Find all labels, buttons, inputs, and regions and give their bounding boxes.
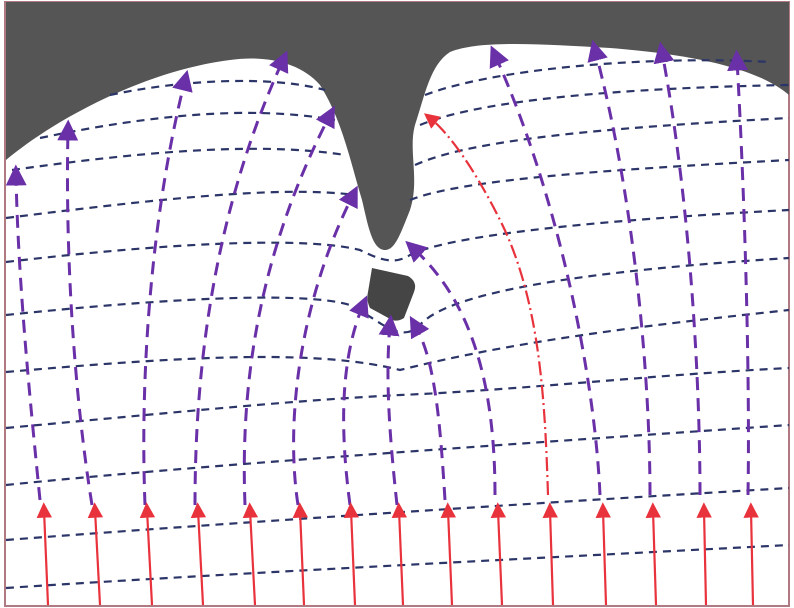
ray-path — [142, 69, 193, 506]
ray-path — [193, 50, 289, 506]
upper-solid-region — [6, 2, 789, 250]
ray-path — [242, 105, 335, 506]
ray-path — [409, 315, 447, 501]
source-arrow — [292, 502, 309, 606]
ray-path — [342, 295, 369, 506]
propagation-rays — [5, 39, 750, 506]
ray-path — [587, 39, 652, 496]
contour-line — [5, 423, 790, 487]
source-arrow — [645, 502, 661, 606]
ray-path — [292, 185, 358, 506]
ray-path — [5, 164, 42, 501]
ray-path — [653, 41, 702, 496]
source-arrow — [391, 502, 408, 606]
source-arrow — [36, 502, 53, 606]
source-arrow — [190, 502, 207, 606]
source-arrows — [36, 502, 759, 606]
contour-line — [5, 208, 790, 264]
source-arrow — [490, 502, 507, 606]
highlighted-path — [423, 113, 550, 496]
contour-line — [5, 543, 790, 590]
ray-path — [378, 314, 400, 506]
ray-path — [405, 240, 497, 496]
source-arrow — [343, 502, 360, 606]
contour-line — [5, 366, 790, 430]
contour-line — [39, 83, 790, 140]
ray-path — [489, 45, 602, 496]
ray-path — [57, 119, 94, 506]
source-arrow — [696, 502, 712, 606]
source-arrow — [542, 502, 558, 606]
source-arrow — [595, 502, 611, 606]
contour-line — [5, 308, 790, 374]
source-arrow — [242, 502, 259, 606]
contour-line — [5, 158, 790, 220]
source-arrow — [440, 502, 457, 606]
source-arrow — [743, 502, 759, 606]
ray-path — [727, 49, 750, 496]
source-arrow — [87, 502, 104, 606]
contour-line — [109, 59, 771, 97]
contour-line — [11, 116, 790, 172]
source-arrow — [139, 502, 156, 606]
inclusion-particle — [367, 268, 416, 321]
